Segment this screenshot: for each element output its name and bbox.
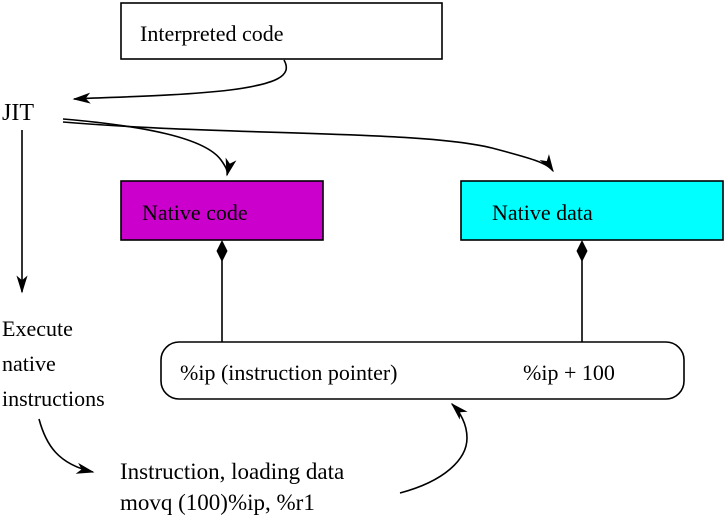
diamond-arrowhead-native-code <box>216 240 228 262</box>
native-data-label: Native data <box>492 200 593 225</box>
instruction-pointer-box <box>160 341 685 400</box>
interpreted-code-label: Interpreted code <box>140 21 284 46</box>
arrow-jit-to-native-data <box>62 121 554 173</box>
instruction-pointer-offset-label: %ip + 100 <box>523 360 615 385</box>
execute-label-line3: instructions <box>2 386 105 411</box>
native-code-box <box>120 180 324 241</box>
arrow-jit-to-native-code <box>62 118 237 177</box>
native-code-label: Native code <box>142 200 248 225</box>
jit-label: JIT <box>2 100 34 126</box>
arrow-interpreted-to-jit <box>72 59 288 104</box>
interpreted-code-box <box>120 2 443 60</box>
arrow-execute-to-instruction <box>38 418 95 474</box>
instruction-pointer-label: %ip (instruction pointer) <box>180 360 398 385</box>
instruction-example: movq (100)%ip, %r1 <box>120 490 315 515</box>
arrow-instruction-to-pointer-box <box>399 402 468 494</box>
execute-label-line1: Execute <box>2 316 73 341</box>
native-data-box <box>460 180 724 241</box>
diamond-arrowhead-native-data <box>576 240 588 262</box>
execute-label-line2: native <box>2 351 56 376</box>
instruction-caption: Instruction, loading data <box>120 459 344 484</box>
